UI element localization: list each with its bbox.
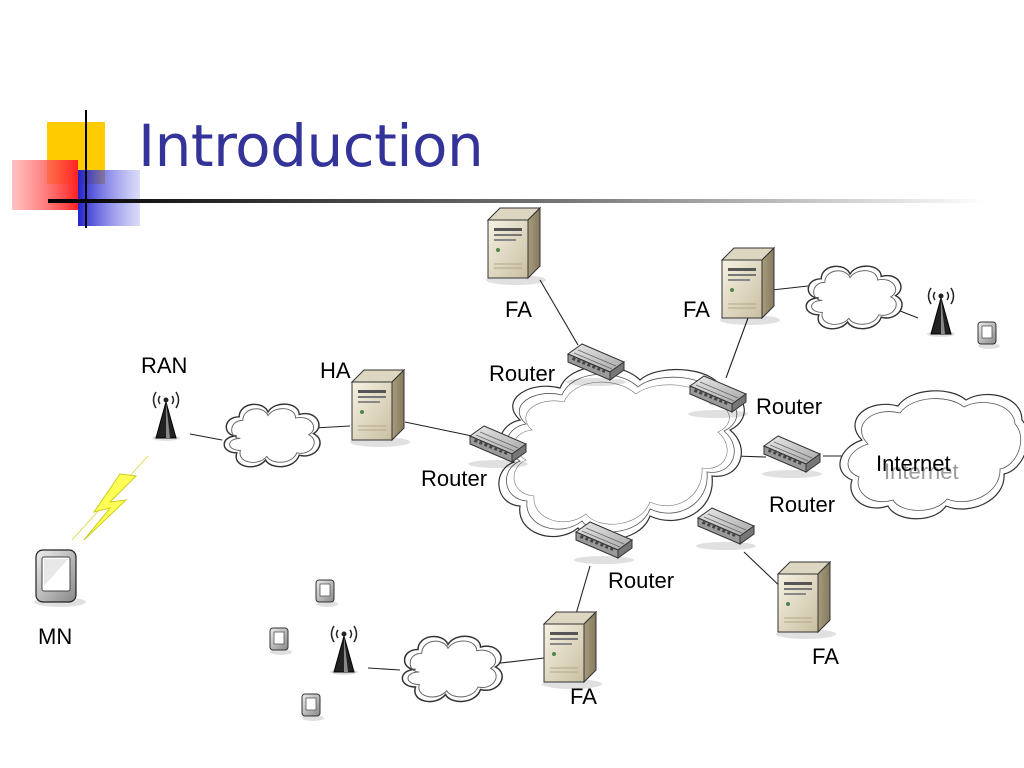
label-router-left: Router [421, 466, 487, 491]
mobile-device-icon [269, 627, 293, 656]
antenna-icon [926, 287, 956, 338]
label-fa-top: FA [505, 297, 532, 322]
cloud-icon [805, 265, 903, 330]
title-decoration [12, 110, 988, 228]
label-router-top: Router [489, 361, 555, 386]
router-icon [695, 507, 757, 551]
server-icon [485, 207, 547, 286]
label-fa-bottom-right: FA [812, 644, 839, 669]
lightning-icon [71, 455, 149, 541]
antenna-icon [151, 391, 181, 442]
server-icon [541, 611, 603, 690]
mobile-device-icon [301, 693, 325, 722]
label-fa-top-right: FA [683, 297, 710, 322]
router-icon [687, 375, 749, 419]
label-router-top-right: Router [756, 394, 822, 419]
slide-title: Introduction [138, 112, 484, 180]
antenna-icon [329, 625, 359, 676]
label-router-right: Router [769, 492, 835, 517]
mobile-node-icon [34, 549, 86, 607]
label-internet-shadow: Internet [884, 459, 959, 484]
label-router-bottom: Router [608, 568, 674, 593]
label-ran: RAN [141, 353, 187, 378]
cloud-icon [401, 635, 503, 703]
mobile-device-icon [977, 321, 1001, 350]
server-icon [349, 369, 411, 448]
router-icon [761, 435, 823, 479]
label-internet: Internet [876, 451, 951, 476]
internet-cloud [839, 390, 1024, 520]
server-icon [775, 561, 837, 640]
label-fa-bottom: FA [570, 684, 597, 709]
label-ha: HA [320, 358, 351, 383]
server-icon [719, 247, 781, 326]
label-mn: MN [38, 624, 72, 649]
cloud-icon [223, 403, 321, 468]
router-icon [565, 343, 627, 387]
mobile-device-icon [315, 579, 339, 608]
